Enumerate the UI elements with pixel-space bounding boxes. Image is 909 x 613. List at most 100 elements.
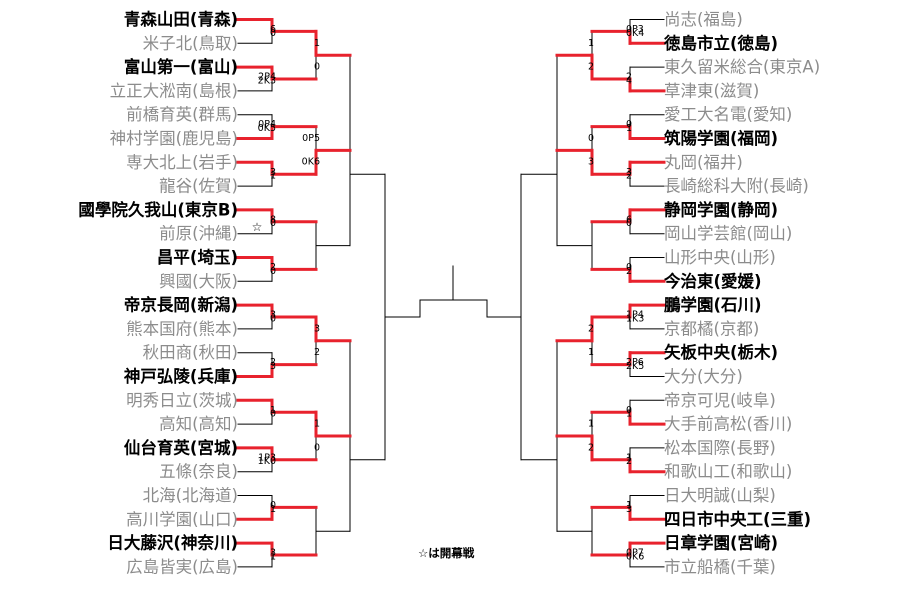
score-label: 4 xyxy=(626,75,632,86)
team-name: 日章学園(宮崎) xyxy=(664,533,778,553)
team-name: 青森山田(青森) xyxy=(124,9,238,29)
score-label: 6 xyxy=(626,214,632,225)
team-name: 四日市中央工(三重) xyxy=(664,509,811,529)
team-name: 前原(沖縄) xyxy=(159,224,238,243)
score-label: 2P4 xyxy=(258,72,276,83)
score-label: 0 xyxy=(626,405,632,416)
team-name: 京都橘(京都) xyxy=(664,319,759,338)
score-label: 3 xyxy=(270,548,276,559)
score-label: 2K5 xyxy=(626,361,644,372)
score-label: 0K5 xyxy=(258,123,276,134)
opening-game-star: ☆ xyxy=(252,220,263,234)
score-label: 1K0 xyxy=(258,456,276,467)
team-name: 鵬学園(石川) xyxy=(664,295,762,315)
team-name: 市立船橋(千葉) xyxy=(664,557,776,576)
team-name: 米子北(鳥取) xyxy=(143,34,238,53)
team-name: 今治東(愛媛) xyxy=(663,271,762,291)
score-label: 2 xyxy=(588,442,594,453)
team-name: 帝京長岡(新潟) xyxy=(124,295,238,315)
score-label: 3 xyxy=(626,504,632,515)
score-label: 0 xyxy=(270,313,276,324)
score-label: 1 xyxy=(626,452,632,463)
score-label: 0 xyxy=(270,28,276,39)
team-name: 丸岡(福井) xyxy=(664,153,743,172)
score-label: 2 xyxy=(626,456,632,467)
team-name: 尚志(福島) xyxy=(664,10,743,29)
team-name: 筑陽学園(福岡) xyxy=(664,128,778,148)
team-name: 専大北上(岩手) xyxy=(126,153,238,172)
score-label: 2 xyxy=(626,72,632,83)
bracket-lines xyxy=(236,18,666,568)
team-name: 日大藤沢(神奈川) xyxy=(107,533,238,553)
team-name: 日大明誠(山梨) xyxy=(664,486,776,505)
score-label: 2 xyxy=(270,262,276,273)
score-label: 3 xyxy=(270,361,276,372)
score-label: 0 xyxy=(270,500,276,511)
score-label: 1 xyxy=(270,551,276,562)
bracket-labels: 602P42K30P40K53180203023101P31K00131100P… xyxy=(78,9,820,576)
score-label: 0P4 xyxy=(258,119,276,130)
team-name: 北海(北海道) xyxy=(143,486,238,505)
score-label: 0 xyxy=(314,62,320,73)
score-label: 2 xyxy=(626,266,632,277)
team-name: 神村学園(鹿児島) xyxy=(110,129,238,148)
score-label: 1 xyxy=(588,347,594,358)
score-label: 2 xyxy=(314,347,320,358)
score-label: 3 xyxy=(270,167,276,178)
team-name: 富山第一(富山) xyxy=(124,57,238,77)
score-label: 1 xyxy=(626,500,632,511)
team-name: 龍谷(佐賀) xyxy=(159,177,238,196)
score-label: 1 xyxy=(626,123,632,134)
score-label: 0P7 xyxy=(626,548,644,559)
score-label: 0 xyxy=(314,442,320,453)
team-name: 秋田商(秋田) xyxy=(143,343,238,362)
team-name: 明秀日立(茨城) xyxy=(126,391,238,410)
team-name: 東久留米総合(東京A) xyxy=(664,58,820,77)
winner-path-lines xyxy=(270,18,632,557)
score-label: 0 xyxy=(270,266,276,277)
team-name: 熊本国府(熊本) xyxy=(126,319,238,338)
score-label: 3 xyxy=(314,324,320,335)
score-label: 1 xyxy=(314,419,320,430)
team-name: 國學院久我山(東京B) xyxy=(78,199,238,219)
score-label: 1 xyxy=(270,405,276,416)
team-name: 松本国際(長野) xyxy=(664,438,776,457)
score-label: 2 xyxy=(270,357,276,368)
score-label: 0K6 xyxy=(302,157,320,168)
score-label: 1 xyxy=(314,38,320,49)
team-name: 興國(大阪) xyxy=(159,272,238,291)
score-label: 2 xyxy=(626,171,632,182)
score-label: 0K4 xyxy=(626,28,644,39)
score-label: 1 xyxy=(588,419,594,430)
score-label: 0 xyxy=(626,218,632,229)
team-name: 高川学園(山口) xyxy=(126,510,238,529)
score-label: 3 xyxy=(626,167,632,178)
score-label: 2 xyxy=(588,62,594,73)
team-name: 岡山学芸館(岡山) xyxy=(664,224,792,243)
team-name: 大分(大分) xyxy=(664,367,743,386)
team-name: 長崎総科大附(長崎) xyxy=(664,177,809,196)
score-label: 0 xyxy=(588,133,594,144)
team-name: 立正大淞南(島根) xyxy=(110,81,238,100)
team-name: 神戸弘陵(兵庫) xyxy=(124,366,238,386)
team-name: 高知(高知) xyxy=(159,415,238,434)
team-name: 草津東(滋賀) xyxy=(664,81,759,100)
team-name: 広島皆実(広島) xyxy=(126,557,238,576)
score-label: 8 xyxy=(270,214,276,225)
score-label: 2K3 xyxy=(258,75,276,86)
team-name: 静岡学園(静岡) xyxy=(664,199,778,219)
team-name: 昌平(埼玉) xyxy=(157,247,238,267)
score-label: 1K3 xyxy=(626,313,644,324)
score-label: 6 xyxy=(270,24,276,35)
team-name: 徳島市立(徳島) xyxy=(663,33,778,53)
team-name: 山形中央(山形) xyxy=(664,248,776,267)
score-label: 0K6 xyxy=(626,551,644,562)
team-name: 矢板中央(栃木) xyxy=(664,342,778,362)
score-label: 0 xyxy=(626,119,632,130)
team-name: 帝京可児(岐阜) xyxy=(664,391,776,410)
team-name: 五條(奈良) xyxy=(159,462,238,481)
score-label: 2 xyxy=(588,324,594,335)
team-name: 仙台育英(宮城) xyxy=(124,437,238,457)
score-label: 0P5 xyxy=(302,133,320,144)
